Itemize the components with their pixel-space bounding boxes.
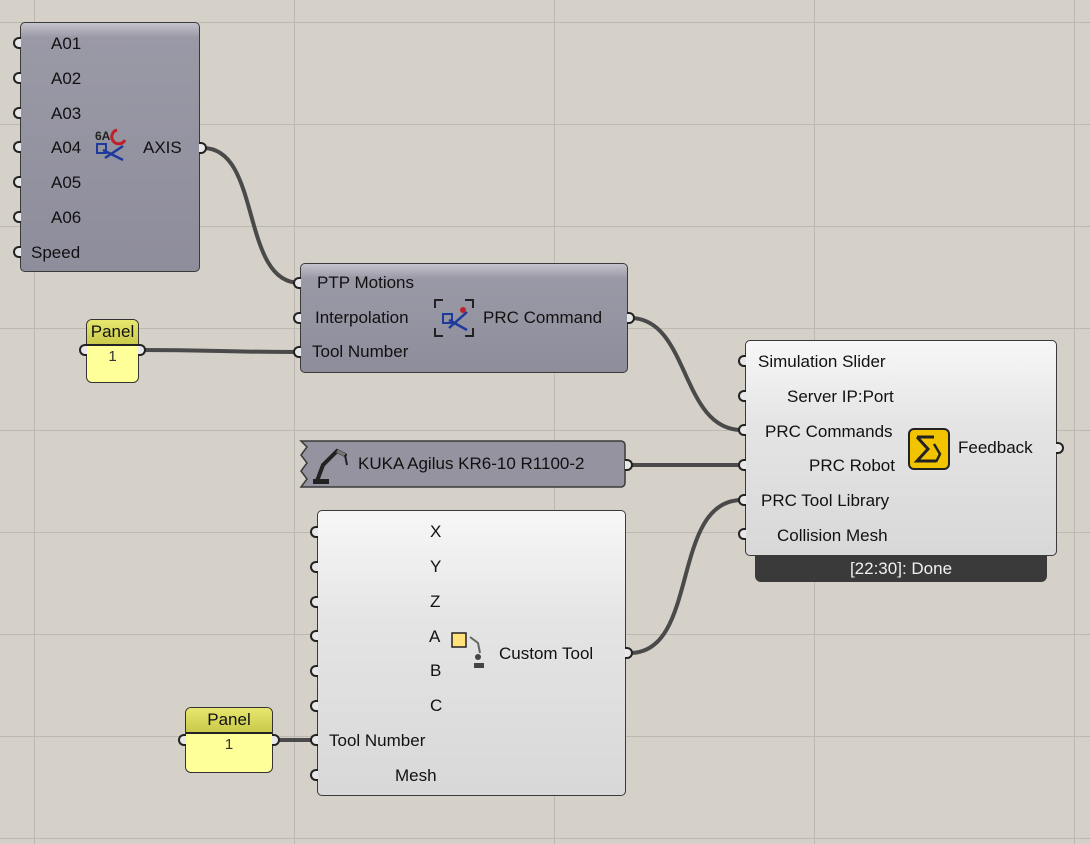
custom-tool-component[interactable]: X Y Z A B C Tool Number Mesh Custom Tool bbox=[317, 510, 626, 796]
grip-panel-top-output[interactable] bbox=[138, 344, 146, 356]
panel-top-title: Panel bbox=[87, 320, 138, 346]
input-collision-mesh: Collision Mesh bbox=[777, 526, 888, 545]
grip-panel-bottom-input[interactable] bbox=[178, 734, 186, 746]
wire-command-to-core[interactable] bbox=[628, 316, 744, 432]
input-ptp-motions: PTP Motions bbox=[317, 273, 415, 292]
input-simulation-slider: Simulation Slider bbox=[758, 352, 886, 371]
grip-tool-number-2[interactable] bbox=[310, 734, 318, 746]
input-y: Y bbox=[430, 557, 442, 576]
wire-panel-to-toolnumber[interactable] bbox=[138, 348, 300, 354]
grip-prc-commands[interactable] bbox=[738, 424, 746, 436]
grip-prc-robot[interactable] bbox=[738, 459, 746, 471]
panel-bottom-value: 1 bbox=[224, 736, 234, 753]
grip-tool-number[interactable] bbox=[293, 346, 301, 358]
robot-label: KUKA Agilus KR6-10 R1100-2 bbox=[358, 454, 585, 473]
grip-panel-bottom-output[interactable] bbox=[272, 734, 280, 746]
input-z: Z bbox=[430, 592, 441, 611]
grip-axis-output[interactable] bbox=[199, 142, 207, 154]
svg-text:6A: 6A bbox=[95, 129, 111, 143]
prc-command-icon bbox=[434, 299, 474, 337]
grip-interpolation[interactable] bbox=[293, 312, 301, 324]
grip-custom-tool-output[interactable] bbox=[625, 647, 633, 659]
panel-bottom-title: Panel bbox=[186, 708, 272, 734]
grip-a02[interactable] bbox=[13, 72, 21, 84]
panel-top-value: 1 bbox=[108, 348, 117, 365]
input-server-ip-port: Server IP:Port bbox=[787, 387, 894, 406]
wire-axis-to-ptp[interactable] bbox=[201, 146, 302, 285]
status-bar: [22:30]: Done bbox=[755, 556, 1047, 582]
input-a03: A03 bbox=[51, 104, 82, 123]
input-a02: A02 bbox=[51, 69, 82, 88]
grip-b[interactable] bbox=[310, 665, 318, 677]
robot-arm-icon bbox=[313, 448, 348, 484]
input-x: X bbox=[430, 522, 442, 541]
grip-panel-top-input[interactable] bbox=[79, 344, 87, 356]
output-prc-command: PRC Command bbox=[483, 308, 603, 327]
input-c: C bbox=[430, 696, 443, 715]
grip-prc-command-output[interactable] bbox=[627, 312, 635, 324]
output-custom-tool: Custom Tool bbox=[499, 644, 594, 663]
input-mesh: Mesh bbox=[395, 766, 437, 785]
grip-collision-mesh[interactable] bbox=[738, 528, 746, 540]
output-axis: AXIS bbox=[143, 138, 182, 157]
input-a06: A06 bbox=[51, 208, 82, 227]
axis-robot-icon: 6A bbox=[95, 128, 127, 162]
grip-a03[interactable] bbox=[13, 107, 21, 119]
output-feedback: Feedback bbox=[958, 438, 1033, 457]
prc-core-icon bbox=[908, 428, 950, 470]
robot-param[interactable]: KUKA Agilus KR6-10 R1100-2 bbox=[297, 440, 627, 488]
input-prc-robot: PRC Robot bbox=[809, 456, 895, 475]
axis-component[interactable]: A01 A02 A03 A04 A05 A06 Speed 6A AXIS bbox=[20, 22, 200, 272]
grip-a[interactable] bbox=[310, 630, 318, 642]
grip-simulation-slider[interactable] bbox=[738, 355, 746, 367]
prc-command-component[interactable]: PTP Motions Interpolation Tool Number PR… bbox=[300, 263, 628, 373]
grip-speed[interactable] bbox=[13, 246, 21, 258]
grip-y[interactable] bbox=[310, 561, 318, 573]
input-a: A bbox=[429, 627, 441, 646]
grip-a04[interactable] bbox=[13, 141, 21, 153]
grip-feedback-output[interactable] bbox=[1056, 442, 1064, 454]
grip-a01[interactable] bbox=[13, 37, 21, 49]
grip-ptp-motions[interactable] bbox=[293, 277, 301, 289]
robot-param-shape bbox=[299, 440, 626, 488]
grip-mesh[interactable] bbox=[310, 769, 318, 781]
input-tool-number: Tool Number bbox=[312, 342, 409, 361]
input-a04: A04 bbox=[51, 138, 82, 157]
input-b: B bbox=[430, 661, 442, 680]
input-interpolation: Interpolation bbox=[315, 308, 409, 327]
grip-robot-output[interactable] bbox=[625, 459, 633, 471]
wire-tool-to-core[interactable] bbox=[628, 498, 744, 655]
prc-core-component[interactable]: Simulation Slider Server IP:Port PRC Com… bbox=[745, 340, 1057, 556]
custom-tool-icon bbox=[451, 632, 484, 668]
grip-c[interactable] bbox=[310, 700, 318, 712]
grip-server-ip-port[interactable] bbox=[738, 390, 746, 402]
grip-a05[interactable] bbox=[13, 176, 21, 188]
input-a01: A01 bbox=[51, 34, 82, 53]
panel-bottom[interactable]: Panel 1 bbox=[185, 707, 273, 773]
input-a05: A05 bbox=[51, 173, 82, 192]
panel-top[interactable]: Panel 1 bbox=[86, 319, 139, 383]
input-tool-number-2: Tool Number bbox=[329, 731, 426, 750]
grip-z[interactable] bbox=[310, 596, 318, 608]
input-prc-commands: PRC Commands bbox=[765, 422, 893, 441]
grip-a06[interactable] bbox=[13, 211, 21, 223]
input-speed: Speed bbox=[31, 243, 81, 262]
grip-prc-tool-library[interactable] bbox=[738, 494, 746, 506]
grip-x[interactable] bbox=[310, 526, 318, 538]
input-prc-tool-library: PRC Tool Library bbox=[761, 491, 890, 510]
